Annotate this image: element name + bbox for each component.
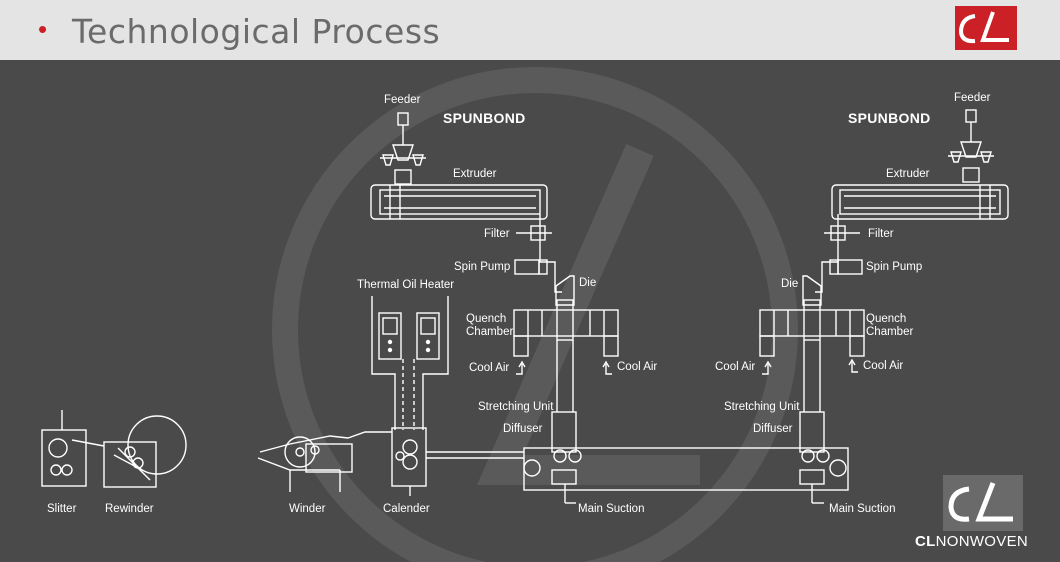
rewinder [103, 415, 187, 488]
right-feeder [948, 109, 994, 183]
left-extruder [370, 184, 548, 220]
right-filter [824, 225, 860, 241]
page-title: Technological Process [72, 12, 441, 51]
left-process-label: SPUNBOND [443, 110, 526, 126]
right-extruder-label: Extruder [886, 168, 930, 180]
watermark-logo [272, 67, 798, 562]
title-bullet: • [38, 14, 48, 44]
right-filter-label: Filter [868, 228, 894, 240]
left-die [555, 275, 575, 341]
left-feeder-label: Feeder [384, 94, 421, 106]
right-stretching-column [799, 340, 825, 453]
thermal-oil-heater-label: Thermal Oil Heater [357, 279, 455, 291]
right-die-label: Die [781, 278, 799, 290]
right-process-label: SPUNBOND [848, 110, 931, 126]
slitter-label: Slitter [47, 503, 77, 515]
left-cool-air-right-label: Cool Air [617, 361, 658, 373]
cl-logo-icon [955, 6, 1017, 50]
left-die-label: Die [579, 277, 597, 289]
winder-label: Winder [289, 503, 326, 515]
right-diffuser-label: Diffuser [753, 423, 793, 435]
left-quench-chamber [513, 309, 619, 357]
left-feeder [380, 112, 426, 185]
calender [391, 427, 524, 496]
left-stretching-label: Stretching Unit [478, 401, 554, 413]
right-spin-pump [829, 259, 863, 275]
right-stretching-label: Stretching Unit [724, 401, 800, 413]
right-cool-air-left-label: Cool Air [715, 361, 756, 373]
left-cool-air-arrows [516, 360, 612, 375]
right-extruder [831, 184, 1009, 220]
left-suction-label: Main Suction [578, 503, 645, 515]
left-diffuser-label: Diffuser [503, 423, 543, 435]
left-melt-pipe [539, 214, 562, 293]
brand-name: CLNONWOVEN [915, 533, 1028, 550]
cl-brand-logo-icon [943, 475, 1023, 531]
brand-name-rest: NONWOVEN [935, 533, 1029, 550]
header-bar: • Technological Process [0, 0, 1060, 60]
calender-label: Calender [383, 503, 430, 515]
process-diagram [41, 67, 1009, 562]
left-quench-label: Quench Chamber [466, 313, 514, 338]
left-spin-pump-label: Spin Pump [454, 261, 511, 273]
right-quench-chamber [759, 309, 865, 357]
left-spin-pump [514, 259, 548, 275]
right-die [802, 275, 822, 341]
left-filter-label: Filter [484, 228, 510, 240]
right-quench-label: Quench Chamber [866, 313, 914, 338]
slitter [41, 410, 105, 487]
right-cool-air-right-label: Cool Air [863, 360, 904, 372]
right-spin-pump-label: Spin Pump [866, 261, 923, 273]
winder [257, 431, 392, 492]
forming-belt [523, 447, 849, 504]
thermal-oil-heater [371, 296, 449, 430]
left-cool-air-label: Cool Air [469, 362, 510, 374]
right-suction-label: Main Suction [829, 503, 896, 515]
left-extruder-label: Extruder [453, 168, 497, 180]
right-cool-air-arrows [762, 358, 858, 375]
left-filter [516, 225, 552, 241]
rewinder-label: Rewinder [105, 503, 154, 515]
brand-name-bold: CL [915, 533, 936, 550]
right-feeder-label: Feeder [954, 92, 991, 104]
